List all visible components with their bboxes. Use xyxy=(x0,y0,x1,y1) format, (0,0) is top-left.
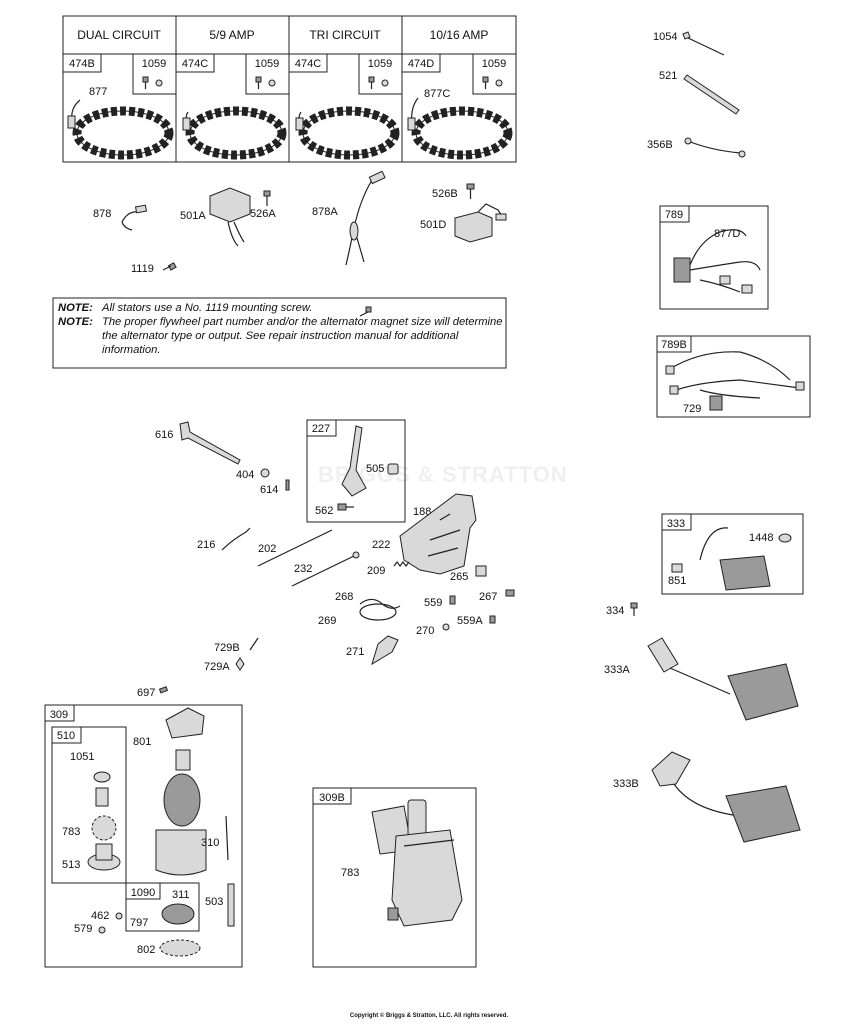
label-271: 271 xyxy=(346,646,364,658)
screw-1059: 1059 xyxy=(142,58,166,70)
label-209: 209 xyxy=(367,565,385,577)
label-1051: 1051 xyxy=(70,751,94,763)
label-334: 334 xyxy=(606,605,624,617)
stator-part-474d: 474D xyxy=(408,58,434,70)
label-462: 462 xyxy=(91,910,109,922)
label-311: 311 xyxy=(172,889,190,901)
copyright-text: Copyright © Briggs & Stratton, LLC. All … xyxy=(349,1013,509,1019)
stator-table: DUAL CIRCUIT 5/9 AMP TRI CIRCUIT 10/16 A… xyxy=(62,15,517,163)
label-505: 505 xyxy=(366,463,384,475)
note-line-2: The proper flywheel part number and/or t… xyxy=(102,316,503,356)
ignition-parts: 333 1448 851 334 333A 333B xyxy=(604,513,804,843)
label-579: 579 xyxy=(74,923,92,935)
label-802: 802 xyxy=(137,944,155,956)
note-box xyxy=(52,297,507,369)
label-333: 333 xyxy=(667,518,685,530)
label-356b: 356B xyxy=(647,139,673,151)
label-783a: 783 xyxy=(62,826,80,838)
right-column-parts: 1054 521 356B 789 877D 789B 729 xyxy=(647,31,811,418)
label-878: 878 xyxy=(93,208,111,220)
stator-coil-icon xyxy=(67,97,513,160)
label-268: 268 xyxy=(335,591,353,603)
label-526a: 526A xyxy=(250,208,276,220)
label-270: 270 xyxy=(416,625,434,637)
label-501d: 501D xyxy=(420,219,446,231)
wire-label-877c: 877C xyxy=(424,88,450,100)
header-5-9-amp: 5/9 AMP xyxy=(209,28,254,42)
label-789b: 789B xyxy=(661,339,687,351)
screw-1059: 1059 xyxy=(255,58,279,70)
label-310: 310 xyxy=(201,837,219,849)
header-tri-circuit: TRI CIRCUIT xyxy=(309,28,381,42)
label-877d: 877D xyxy=(714,228,740,240)
header-10-16-amp: 10/16 AMP xyxy=(430,28,489,42)
screw-icon xyxy=(359,306,372,317)
label-510: 510 xyxy=(57,730,75,742)
label-878a: 878A xyxy=(312,206,338,218)
label-309b: 309B xyxy=(319,792,345,804)
label-783b: 783 xyxy=(341,867,359,879)
wire-label-877: 877 xyxy=(89,86,107,98)
label-232: 232 xyxy=(294,563,312,575)
label-222: 222 xyxy=(372,539,390,551)
label-1448: 1448 xyxy=(749,532,773,544)
stator-part-474c: 474C xyxy=(182,58,208,70)
label-269: 269 xyxy=(318,615,336,627)
stator-part-474c: 474C xyxy=(295,58,321,70)
screw-1059: 1059 xyxy=(482,58,506,70)
label-333b: 333B xyxy=(613,778,639,790)
label-851: 851 xyxy=(668,575,686,587)
label-797: 797 xyxy=(130,917,148,929)
label-559: 559 xyxy=(424,597,442,609)
label-1119: 1119 xyxy=(131,263,154,275)
label-729: 729 xyxy=(683,403,701,415)
label-503: 503 xyxy=(205,896,223,908)
header-dual-circuit: DUAL CIRCUIT xyxy=(77,28,161,42)
label-559a: 559A xyxy=(457,615,483,627)
label-501a: 501A xyxy=(180,210,206,222)
note-tag: NOTE: xyxy=(58,316,93,328)
label-789: 789 xyxy=(665,209,683,221)
label-729b: 729B xyxy=(214,642,240,654)
label-404: 404 xyxy=(236,469,254,481)
stator-part-474b: 474B xyxy=(69,58,95,70)
control-assembly: 616 404 614 227 505 562 188 222 216 202 … xyxy=(155,419,515,673)
label-526b: 526B xyxy=(432,188,458,200)
label-1090: 1090 xyxy=(131,887,155,899)
note-line-1: All stators use a No. 1119 mounting scre… xyxy=(102,302,313,314)
label-265: 265 xyxy=(450,571,468,583)
starter-motor-assembly: 309B 783 xyxy=(312,787,477,968)
note-tag: NOTE: xyxy=(58,302,93,314)
alternator-parts: 878 501A 526A 878A 526B 501D 1119 xyxy=(93,170,507,275)
label-521: 521 xyxy=(659,70,677,82)
label-267: 267 xyxy=(479,591,497,603)
label-513: 513 xyxy=(62,859,80,871)
label-227: 227 xyxy=(312,423,330,435)
label-202: 202 xyxy=(258,543,276,555)
label-562: 562 xyxy=(315,505,333,517)
screw-1059: 1059 xyxy=(368,58,392,70)
label-616: 616 xyxy=(155,429,173,441)
label-309: 309 xyxy=(50,709,68,721)
label-697: 697 xyxy=(137,687,155,699)
label-333a: 333A xyxy=(604,664,630,676)
starter-assembly: 697 309 510 1051 783 513 801 310 1090 31… xyxy=(44,686,243,968)
label-188: 188 xyxy=(413,506,431,518)
note-block: NOTE: All stators use a No. 1119 mountin… xyxy=(58,301,504,357)
screw-icon xyxy=(142,76,503,89)
label-614: 614 xyxy=(260,484,278,496)
label-801: 801 xyxy=(133,736,151,748)
label-729a: 729A xyxy=(204,661,230,673)
label-216: 216 xyxy=(197,539,215,551)
label-1054: 1054 xyxy=(653,31,677,43)
